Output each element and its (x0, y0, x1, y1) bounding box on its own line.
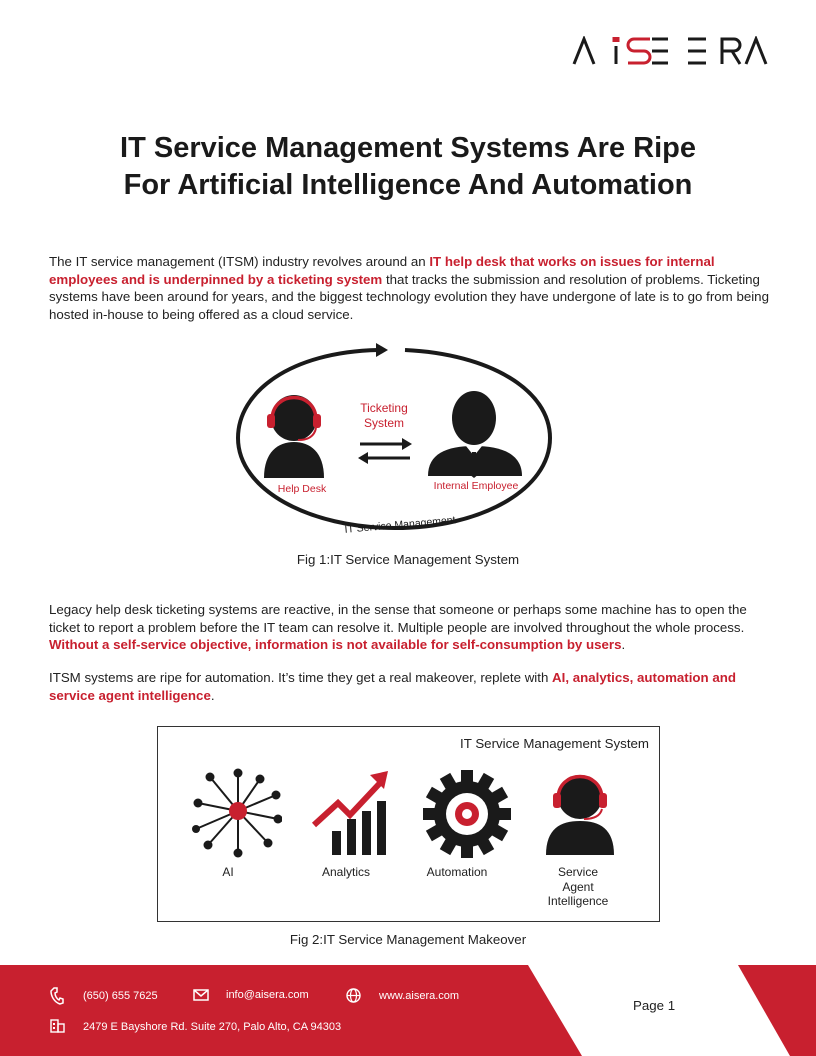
internal-employee-icon (428, 391, 522, 478)
ticketing-label-1: Ticketing (360, 401, 408, 415)
intro-highlight: IT help desk that works on issues for in… (49, 254, 715, 287)
itsm-cycle-label: IT Service Management (344, 514, 456, 536)
title-line-1: IT Service Management Systems Are Ripe (120, 132, 696, 164)
phone-icon (50, 987, 64, 1005)
service-agent-label: Service Agent Intelligence (536, 865, 620, 909)
bar-chart-icon (311, 771, 388, 855)
analytics-label: Analytics (321, 865, 371, 879)
page-title: IT Service Management Systems Are Ripe F… (0, 130, 816, 204)
itsm-diagram: Help Desk Ticketing System Internal Empl… (230, 340, 560, 540)
automation-paragraph: ITSM systems are ripe for automation. It… (49, 669, 769, 704)
service-agent-label-line-1: Service (557, 865, 598, 879)
agent-headset-icon (546, 774, 614, 855)
intro-text-1: The IT service management (ITSM) industr… (49, 254, 430, 269)
figure-1-caption: Fig 1:IT Service Management System (296, 552, 520, 567)
figure-2-caption: Fig 2:IT Service Management Makeover (289, 932, 527, 947)
footer-phone[interactable]: (650) 655 7625 (83, 990, 158, 1002)
help-desk-label: Help Desk (278, 483, 327, 495)
legacy-paragraph: Legacy help desk ticketing systems are r… (49, 601, 769, 654)
service-agent-label-line-2: Agent (562, 879, 594, 894)
logo-mark (572, 34, 768, 65)
exchange-arrows-icon (358, 438, 412, 464)
aisera-logo (572, 34, 768, 74)
cycle-ellipse (235, 348, 553, 531)
automation-label: Automation (426, 865, 488, 879)
globe-icon (346, 988, 361, 1003)
intro-text-2: that tracks the submission and resolutio… (49, 271, 769, 322)
automation-text-2: . (210, 687, 215, 703)
service-agent-label-line-3: Intelligence (547, 894, 609, 908)
footer-background (0, 965, 816, 1056)
cycle-arrowhead (376, 343, 388, 357)
legacy-highlight: Without a self-service objective, inform… (49, 637, 622, 652)
legacy-text-2: . (621, 637, 626, 652)
ticketing-label-2: System (364, 416, 404, 430)
footer: (650) 655 7625 info@aisera.com www.aiser… (0, 965, 816, 1056)
footer-address: 2479 E Bayshore Rd. Suite 270, Palo Alto… (83, 1021, 342, 1033)
building-icon (50, 1019, 65, 1033)
mail-icon (193, 989, 209, 1001)
makeover-figure: IT Service Management System AI (157, 726, 660, 922)
title-line-2: For Artificial Intelligence And Automati… (123, 169, 693, 201)
help-desk-person-icon (264, 395, 324, 478)
footer-website[interactable]: www.aisera.com (379, 990, 460, 1002)
automation-highlight: AI, analytics, automation and service ag… (49, 670, 737, 703)
gear-icon (423, 770, 511, 858)
footer-email[interactable]: info@aisera.com (226, 989, 309, 1001)
legacy-text-1: Legacy help desk ticketing systems are r… (49, 602, 747, 635)
automation-text-1: ITSM systems are ripe for automation. It… (49, 670, 553, 685)
page-number: Page 1 (633, 998, 676, 1013)
ai-label: AI (222, 865, 234, 879)
network-icon (192, 768, 282, 858)
employee-label: Internal Employee (434, 480, 519, 492)
intro-paragraph: The IT service management (ITSM) industr… (49, 253, 769, 323)
figure-2-title: IT Service Management System (460, 736, 649, 751)
